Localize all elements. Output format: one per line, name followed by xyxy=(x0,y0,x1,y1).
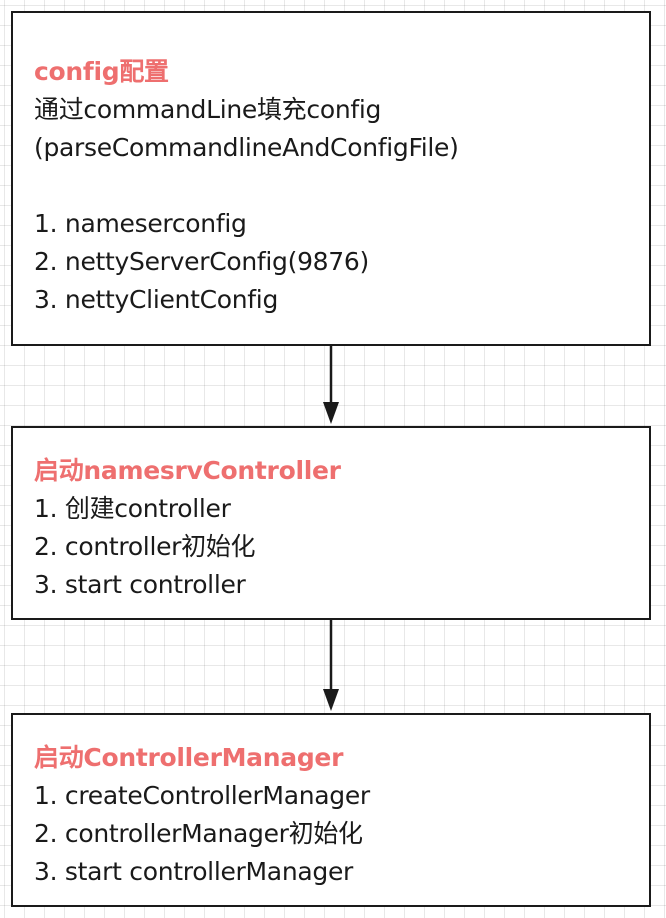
namesrv-item-2: 2. controller初始化 xyxy=(34,532,256,561)
arrow-head xyxy=(323,402,339,424)
controller-manager-box: 启动ControllerManager 1. createControllerM… xyxy=(11,713,651,907)
config-title: config配置 xyxy=(34,57,169,86)
manager-item-3: 3. start controllerManager xyxy=(34,857,354,886)
arrow-config-to-namesrv xyxy=(323,346,339,424)
manager-title: 启动ControllerManager xyxy=(34,743,344,772)
config-item-2: 2. nettyServerConfig(9876) xyxy=(34,247,369,276)
namesrv-item-3: 3. start controller xyxy=(34,570,246,599)
config-item-1: 1. nameserconfig xyxy=(34,209,247,238)
arrow-namesrv-to-manager xyxy=(323,620,339,711)
manager-item-2: 2. controllerManager初始化 xyxy=(34,819,363,848)
config-line-1: 通过commandLine填充config xyxy=(34,95,382,124)
config-box: config配置 通过commandLine填充config (parseCom… xyxy=(11,11,651,346)
config-blank-line xyxy=(34,167,641,205)
namesrv-title: 启动namesrvController xyxy=(34,456,341,485)
arrow-head xyxy=(323,689,339,711)
config-line-2: (parseCommandlineAndConfigFile) xyxy=(34,133,459,162)
manager-item-1: 1. createControllerManager xyxy=(34,781,370,810)
namesrv-item-1: 1. 创建controller xyxy=(34,494,231,523)
namesrv-controller-box: 启动namesrvController 1. 创建controller 2. c… xyxy=(11,426,651,620)
config-item-3: 3. nettyClientConfig xyxy=(34,285,279,314)
